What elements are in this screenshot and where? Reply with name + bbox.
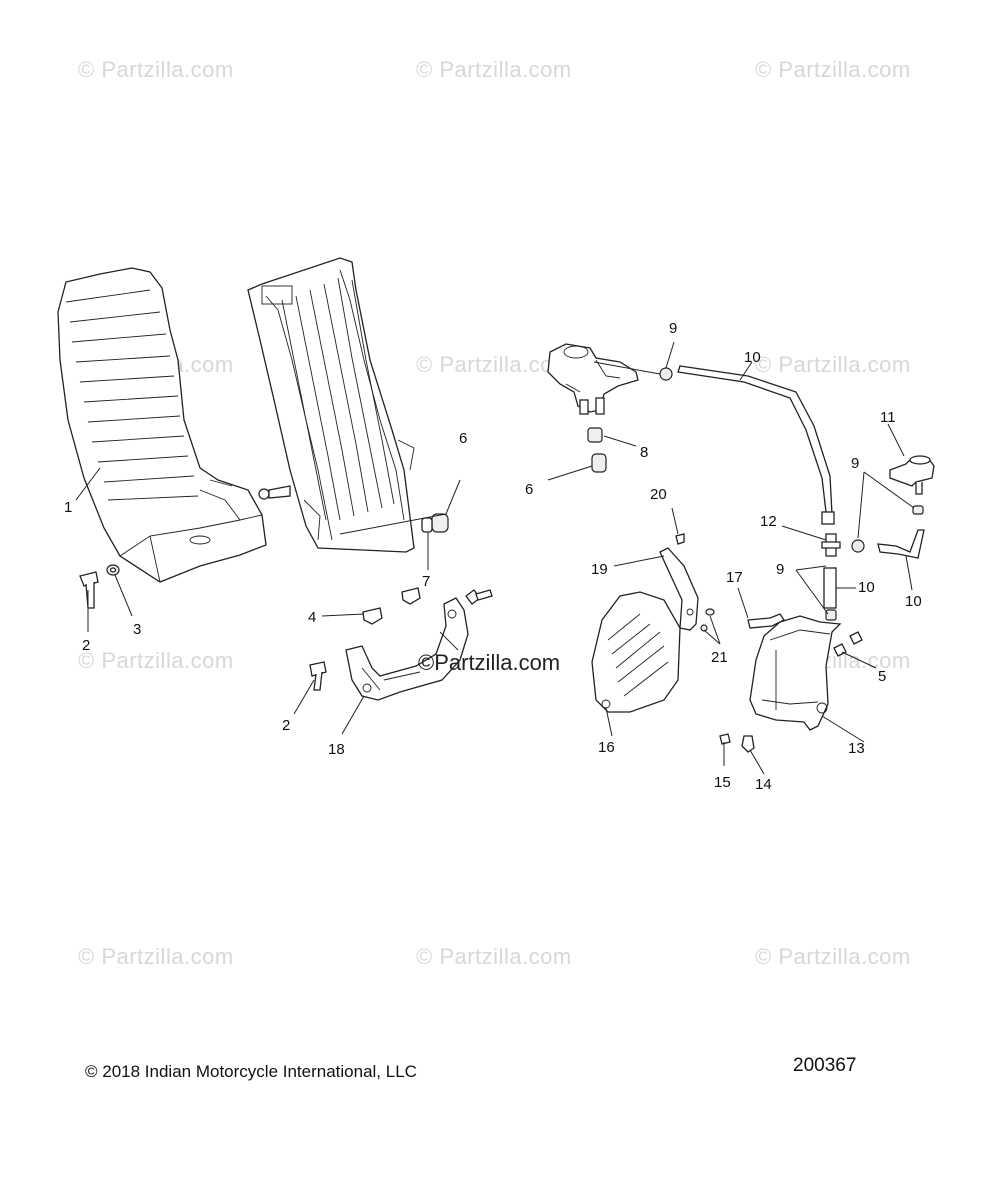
part-filler-11[interactable] bbox=[889, 455, 935, 495]
part-thermostat-housing[interactable] bbox=[547, 343, 639, 415]
part-washer-21[interactable] bbox=[700, 608, 715, 632]
leader-lines bbox=[75, 341, 915, 775]
part-sleeve-8[interactable] bbox=[587, 427, 603, 443]
callout-20: 20 bbox=[650, 486, 667, 503]
callout-10: 10 bbox=[905, 593, 922, 610]
part-grommet-6[interactable] bbox=[431, 453, 607, 533]
part-radiator[interactable] bbox=[247, 257, 415, 553]
callout-10: 10 bbox=[858, 579, 875, 596]
watermark: © Partzilla.com bbox=[755, 944, 911, 969]
part-bracket-18[interactable] bbox=[345, 597, 469, 701]
callout-21: 21 bbox=[711, 649, 728, 666]
callout-12: 12 bbox=[760, 513, 777, 530]
callout-9: 9 bbox=[776, 561, 784, 578]
watermark: © Partzilla.com bbox=[78, 57, 234, 82]
callout-1: 1 bbox=[64, 499, 72, 516]
callout-6: 6 bbox=[525, 481, 533, 498]
callout-5: 5 bbox=[878, 668, 886, 685]
part-bracket-19[interactable] bbox=[659, 547, 699, 631]
callout-13: 13 bbox=[848, 740, 865, 757]
callout-9: 9 bbox=[851, 455, 859, 472]
watermark: © Partzilla.com bbox=[416, 57, 572, 82]
callout-3: 3 bbox=[133, 621, 141, 638]
part-bolt-2a[interactable] bbox=[79, 571, 99, 609]
callout-2: 2 bbox=[282, 717, 290, 734]
callout-7: 7 bbox=[422, 573, 430, 590]
part-bolt-2b[interactable] bbox=[309, 661, 327, 691]
part-bracket-bolt[interactable] bbox=[465, 589, 493, 605]
part-collar-7[interactable] bbox=[421, 517, 433, 533]
callout-17: 17 bbox=[726, 569, 743, 586]
callout-11: 11 bbox=[880, 409, 896, 426]
watermark: © Partzilla.com bbox=[416, 352, 572, 377]
callout-15: 15 bbox=[714, 774, 731, 791]
part-shroud[interactable] bbox=[57, 267, 267, 583]
part-clamp-9[interactable] bbox=[659, 367, 924, 621]
part-radiator-bolt[interactable] bbox=[258, 485, 291, 500]
callout-8: 8 bbox=[640, 444, 648, 461]
part-reservoir-13[interactable] bbox=[749, 615, 842, 731]
callout-16: 16 bbox=[598, 739, 615, 756]
callout-4: 4 bbox=[308, 609, 316, 626]
callout-9: 9 bbox=[669, 320, 677, 337]
watermark: © Partzilla.com bbox=[416, 944, 572, 969]
center-watermark: ©Partzilla.com bbox=[418, 650, 561, 675]
watermark: © Partzilla.com bbox=[78, 648, 234, 673]
callout-6: 6 bbox=[459, 430, 467, 447]
part-hose-10[interactable] bbox=[677, 365, 925, 609]
part-screw-5[interactable] bbox=[833, 631, 863, 657]
copyright-notice: © 2018 Indian Motorcycle International, … bbox=[85, 1062, 417, 1081]
callout-labels: 1 2 3 4 2 18 6 7 6 8 9 10 11 9 12 9 10 1… bbox=[64, 320, 922, 793]
callout-14: 14 bbox=[755, 776, 772, 793]
part-screw-20[interactable] bbox=[675, 533, 685, 545]
callout-2: 2 bbox=[82, 637, 90, 654]
callout-19: 19 bbox=[591, 561, 608, 578]
part-screw-15[interactable] bbox=[719, 733, 731, 745]
callout-18: 18 bbox=[328, 741, 345, 758]
part-washer-3[interactable] bbox=[106, 564, 120, 576]
diagram-id: 200367 bbox=[793, 1055, 857, 1076]
watermark: © Partzilla.com bbox=[755, 57, 911, 82]
part-grommet-4[interactable] bbox=[362, 587, 421, 625]
part-hose-17[interactable] bbox=[747, 613, 785, 629]
callout-10: 10 bbox=[744, 349, 761, 366]
part-tee-12[interactable] bbox=[821, 533, 841, 557]
watermark: © Partzilla.com bbox=[78, 944, 234, 969]
part-clip-14[interactable] bbox=[741, 735, 755, 753]
watermark: © Partzilla.com bbox=[755, 352, 911, 377]
part-cover-16[interactable] bbox=[591, 591, 681, 713]
